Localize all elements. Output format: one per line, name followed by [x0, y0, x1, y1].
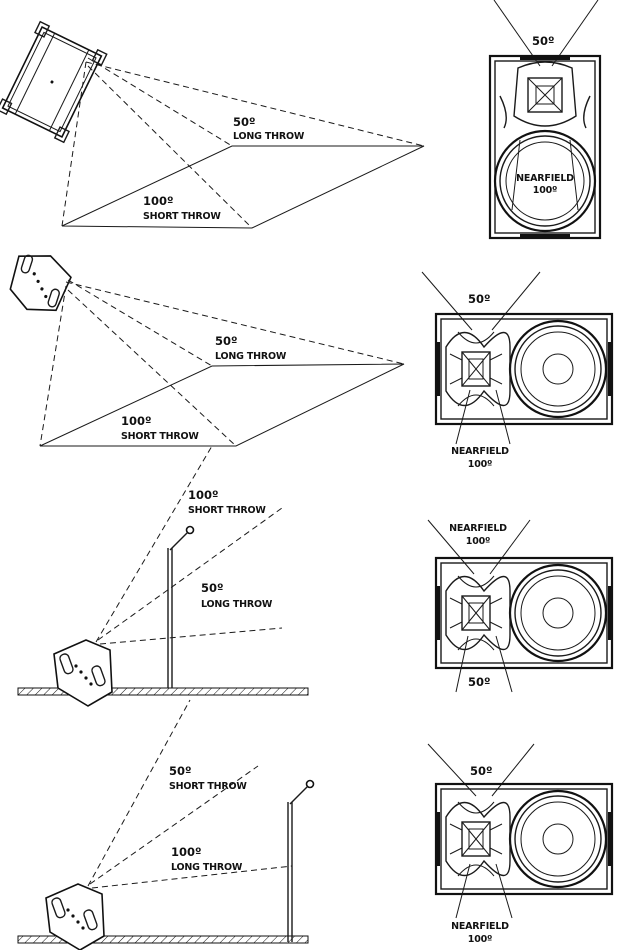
panel2-long-throw-angle: 50º [215, 334, 238, 348]
panel3-long-throw-angle: 50º [201, 581, 224, 595]
panel1-nearfield-angle: 100º [532, 185, 558, 196]
panel3-short-throw-angle: 100º [188, 488, 219, 502]
panel4-nearfield-label: NEARFIELD [451, 921, 509, 932]
panel4-side-view [17, 699, 315, 950]
panel1-side-view [0, 20, 425, 229]
panel4-short-throw-angle: 50º [169, 764, 192, 778]
panel3-nearfield-label: NEARFIELD [449, 523, 507, 534]
panel3-side-view [17, 445, 309, 707]
panel3-short-throw-label: SHORT THROW [188, 505, 266, 516]
panel3-nearfield-angle: 100º [465, 536, 491, 547]
panel1-front-view [488, 0, 602, 240]
panel1-long-throw-label: LONG THROW [233, 131, 305, 142]
panel1-front-top-angle: 50º [532, 34, 555, 48]
panel3-long-throw-label: LONG THROW [201, 599, 273, 610]
panel2-side-view [9, 254, 405, 447]
panel1-nearfield-label: NEARFIELD [516, 173, 574, 184]
panel4-nearfield-angle: 100º [467, 934, 493, 945]
panel3-front-bottom-angle: 50º [468, 675, 491, 689]
panel2-nearfield-label: NEARFIELD [451, 446, 509, 457]
panel2-short-throw-angle: 100º [121, 414, 152, 428]
panel1-short-throw-label: SHORT THROW [143, 211, 221, 222]
panel4-short-throw-label: SHORT THROW [169, 781, 247, 792]
panel4-front-view [427, 743, 614, 919]
panel3-front-view [427, 519, 614, 693]
panel2-front-view [421, 271, 614, 445]
panel1-short-throw-angle: 100º [143, 194, 174, 208]
panel2-short-throw-label: SHORT THROW [121, 431, 199, 442]
panel4-long-throw-label: LONG THROW [171, 862, 243, 873]
panel4-front-top-angle: 50º [470, 764, 493, 778]
panel4-long-throw-angle: 100º [171, 845, 202, 859]
panel2-front-top-angle: 50º [468, 292, 491, 306]
panel1-long-throw-angle: 50º [233, 115, 256, 129]
panel2-nearfield-angle: 100º [467, 459, 493, 470]
panel2-long-throw-label: LONG THROW [215, 351, 287, 362]
